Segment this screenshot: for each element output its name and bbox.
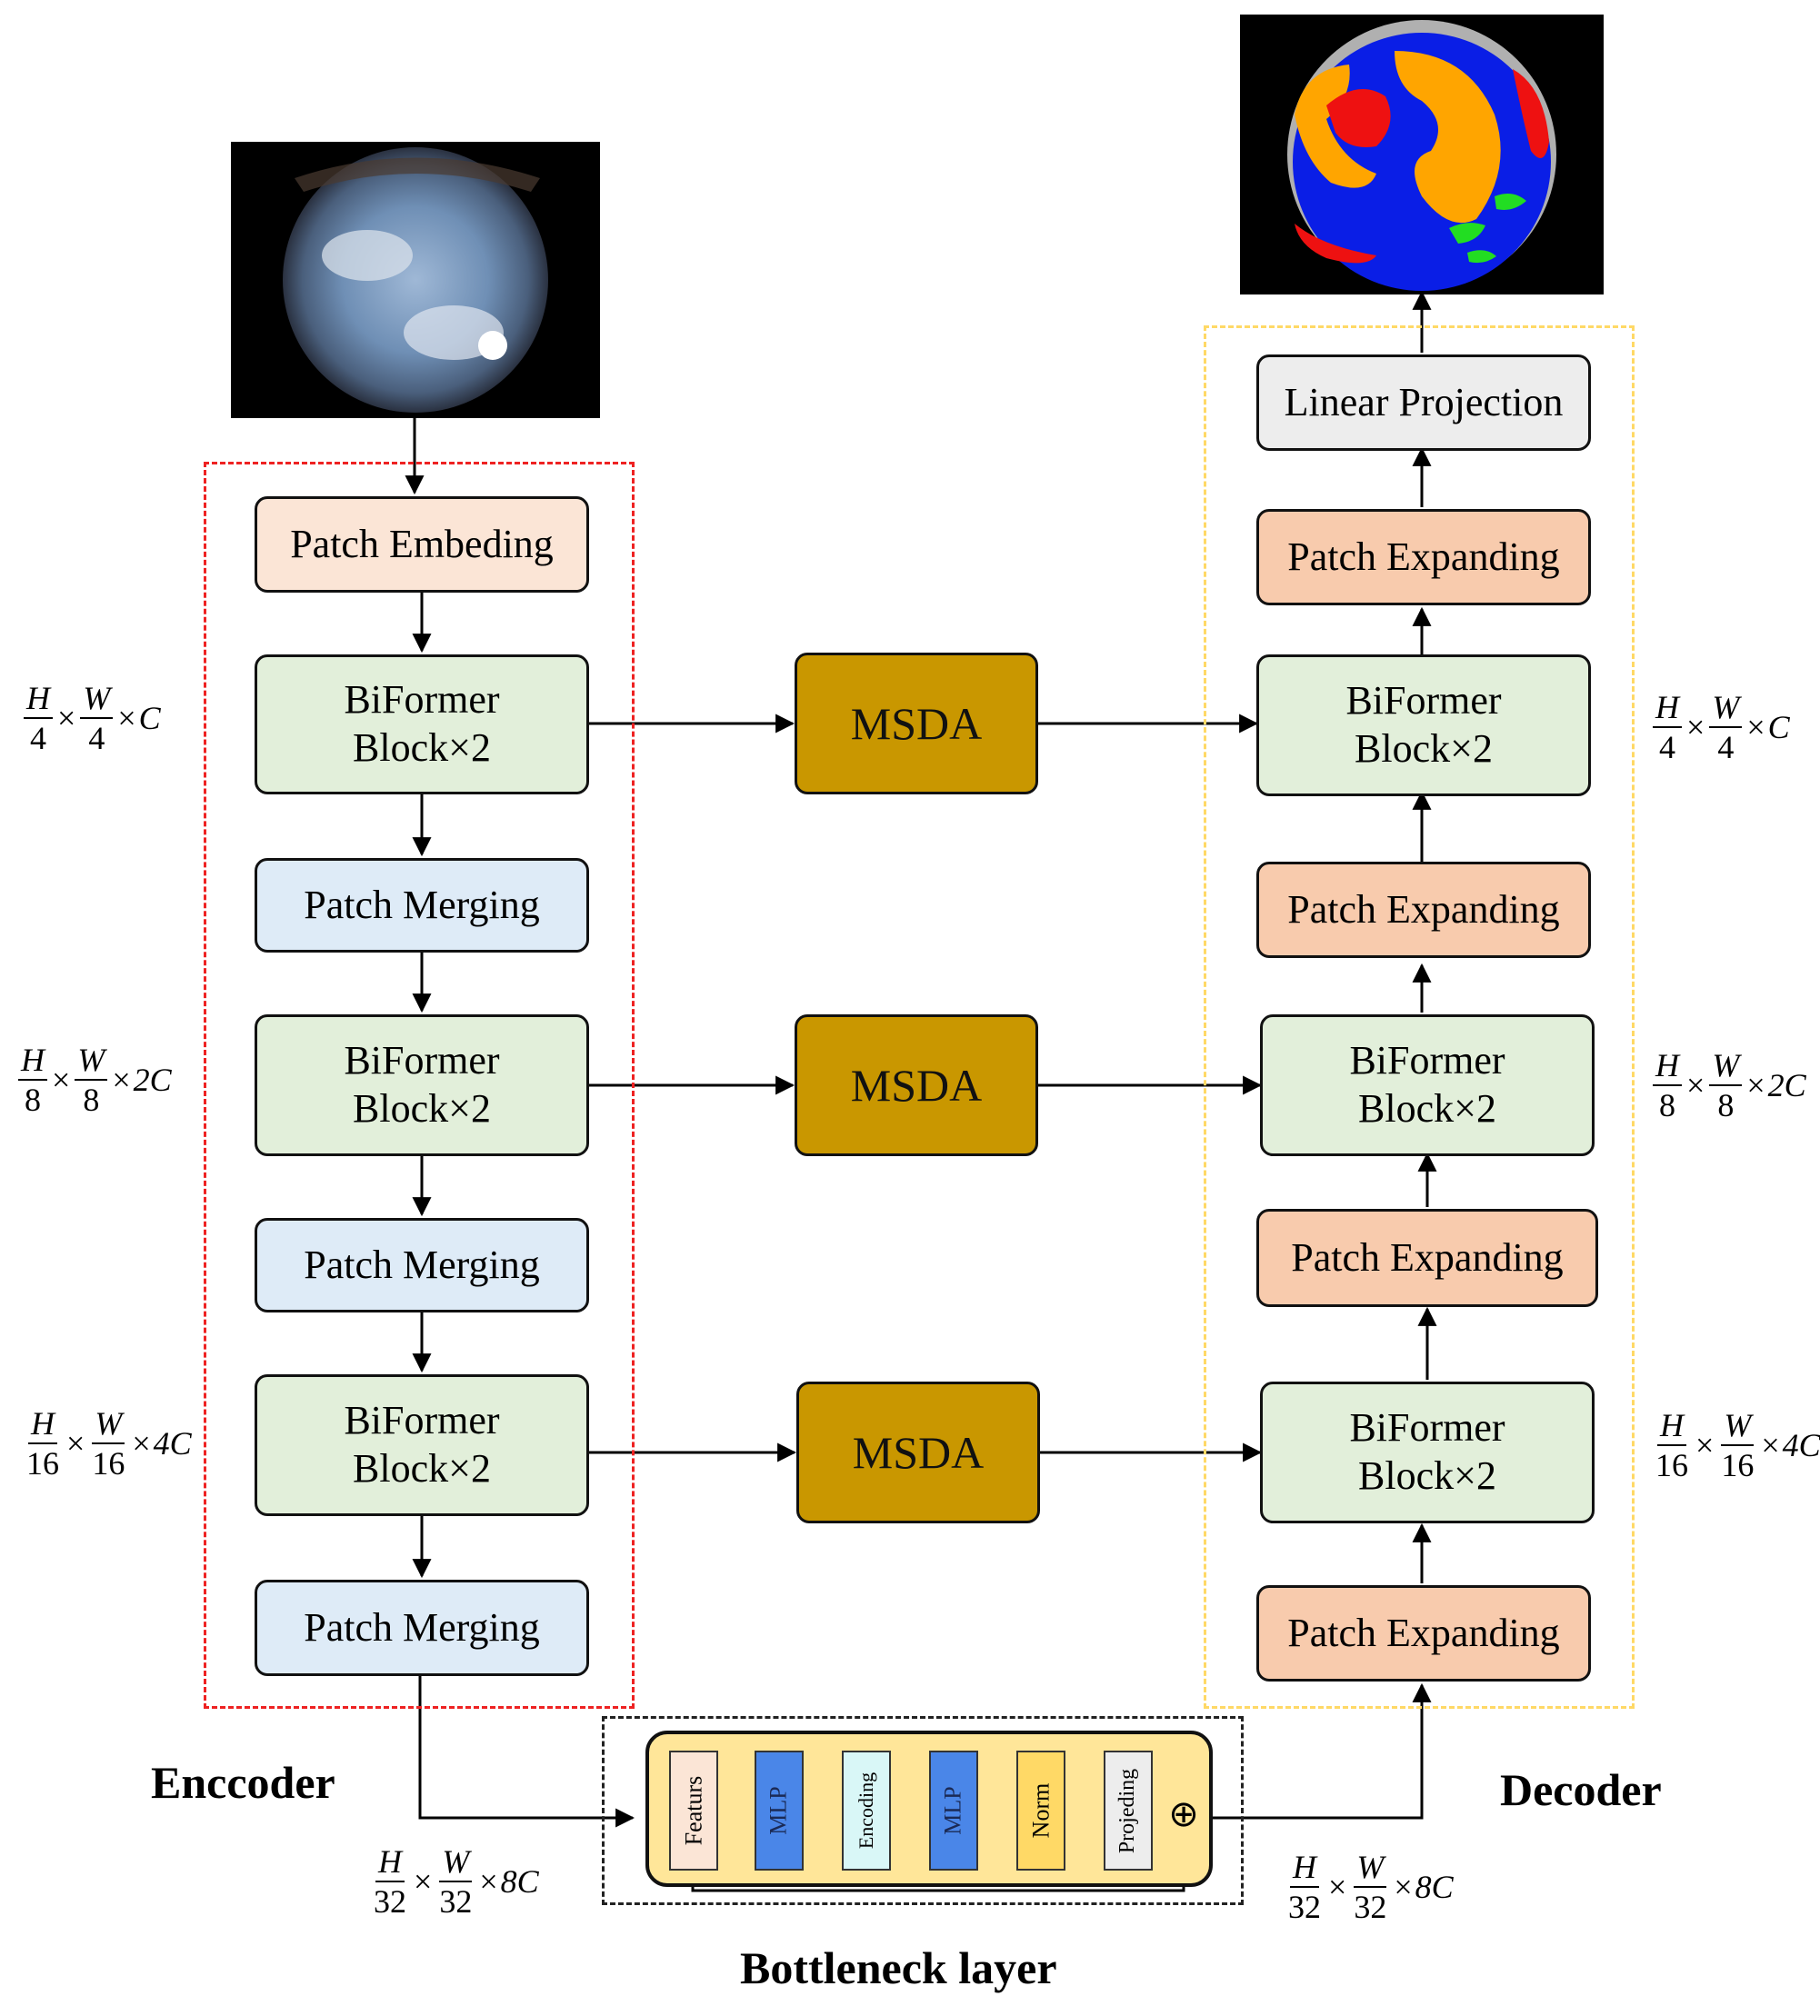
decoder-region [1204,325,1635,1709]
msda-block-3: MSDA [796,1382,1040,1523]
biformer-label-line2: Block×2 [353,1086,491,1131]
decoder-biformer-block-2: BiFormer Block×2 [1260,1014,1595,1156]
input-image [231,142,600,418]
biformer-label-line1: BiFormer [344,1038,500,1083]
patch-embedding-block: Patch Embeding [255,496,589,593]
msda-label: MSDA [852,1427,985,1478]
arrow-bottleneck-to-dec [1213,1682,1432,1820]
encoder-region [204,462,635,1709]
patch-expanding-block-4: Patch Expanding [1256,509,1591,605]
patch-expanding-label: Patch Expanding [1291,1234,1564,1280]
encoder-biformer-block-1: BiFormer Block×2 [255,654,589,794]
fisheye-sky-icon [283,147,548,413]
patch-expanding-block-3: Patch Expanding [1256,862,1591,958]
patch-merging-block-2: Patch Merging [255,1218,589,1312]
linear-projection-block: Linear Projection [1256,354,1591,451]
patch-expanding-label: Patch Expanding [1287,1610,1560,1655]
patch-merging-label: Patch Merging [304,1242,540,1287]
decoder-biformer-block-3: BiFormer Block×2 [1260,1382,1595,1523]
patch-merging-block-3: Patch Merging [255,1580,589,1676]
patch-expanding-block-2: Patch Expanding [1256,1209,1598,1307]
biformer-label-line2: Block×2 [1358,1086,1496,1131]
encoder-biformer-block-2: BiFormer Block×2 [255,1014,589,1156]
patch-expanding-label: Patch Expanding [1287,534,1560,579]
sum-icon: ⊕ [1168,1793,1199,1835]
biformer-label-line1: BiFormer [1349,1038,1505,1083]
encoder-label: Enccoder [151,1757,335,1808]
bottleneck-region [602,1716,1244,1905]
biformer-label-line1: BiFormer [344,1398,500,1443]
biformer-label-line1: BiFormer [1345,678,1502,724]
arrow-enc-to-bottleneck [418,1674,635,1828]
biformer-label-line2: Block×2 [1358,1453,1496,1498]
patch-embedding-label: Patch Embeding [290,521,554,566]
patch-merging-block-1: Patch Merging [255,858,589,953]
patch-merging-label: Patch Merging [304,1604,540,1650]
bottleneck-norm-step: Norm [1016,1751,1065,1871]
bottleneck-mlp-step-1: MLP [755,1751,804,1871]
segmentation-mask-icon [1287,20,1556,291]
biformer-label-line1: BiFormer [1349,1405,1505,1451]
biformer-label-line1: BiFormer [344,677,500,723]
patch-expanding-block-1: Patch Expanding [1256,1585,1591,1682]
decoder-biformer-block-1: BiFormer Block×2 [1256,654,1591,796]
msda-block-2: MSDA [795,1014,1038,1156]
decoder-label: Decoder [1500,1764,1662,1815]
bottleneck-projecting-step: Projeding [1104,1751,1153,1871]
encoder-biformer-block-3: BiFormer Block×2 [255,1374,589,1516]
bottleneck-label: Bottleneck layer [740,1942,1057,1993]
msda-label: MSDA [850,698,983,749]
patch-merging-label: Patch Merging [304,882,540,927]
biformer-label-line2: Block×2 [353,1446,491,1491]
patch-expanding-label: Patch Expanding [1287,886,1560,932]
bottleneck-features-step: Featurs [669,1751,718,1871]
msda-label: MSDA [850,1060,983,1111]
msda-block-1: MSDA [795,653,1038,794]
bottleneck-encoding-step: Encoding [842,1751,891,1871]
output-image [1240,15,1604,294]
biformer-label-line2: Block×2 [1355,726,1493,771]
linear-projection-label: Linear Projection [1284,379,1564,424]
bottleneck-mlp-step-2: MLP [929,1751,978,1871]
biformer-label-line2: Block×2 [353,725,491,770]
